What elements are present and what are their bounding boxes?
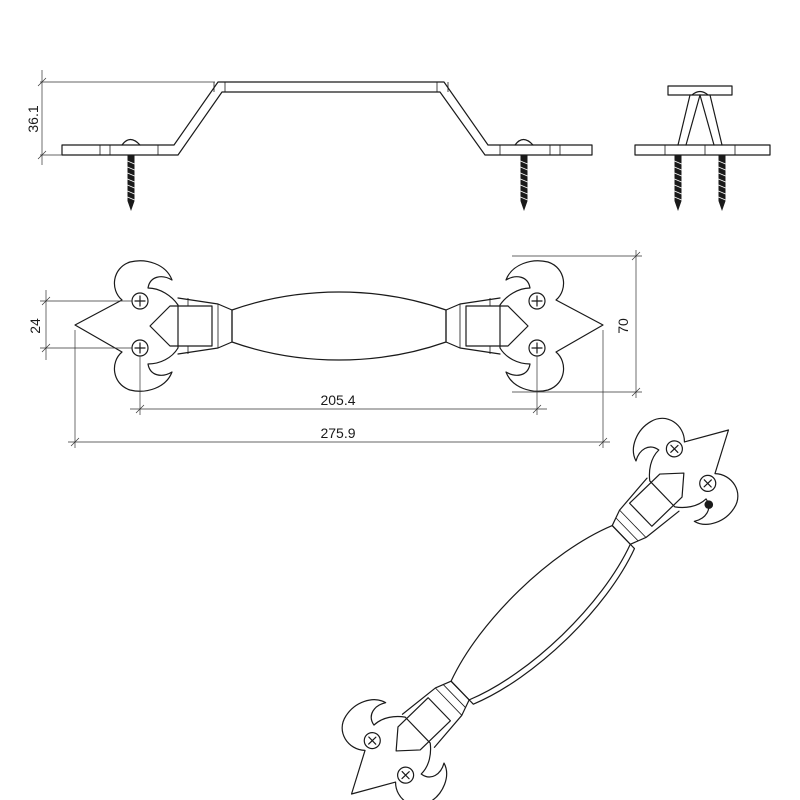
top-view: 24 70 205.4 275.9 [27, 250, 642, 448]
dimension-screw-spacing: 24 [27, 318, 43, 334]
dimension-overall-length: 275.9 [320, 425, 355, 441]
dimension-center-distance: 205.4 [320, 392, 355, 408]
side-view: 36.1 [25, 70, 593, 212]
dimension-plate-height: 70 [615, 318, 631, 334]
end-view [634, 85, 771, 212]
dimension-handle-height: 36.1 [25, 105, 41, 132]
isometric-view [341, 417, 739, 800]
